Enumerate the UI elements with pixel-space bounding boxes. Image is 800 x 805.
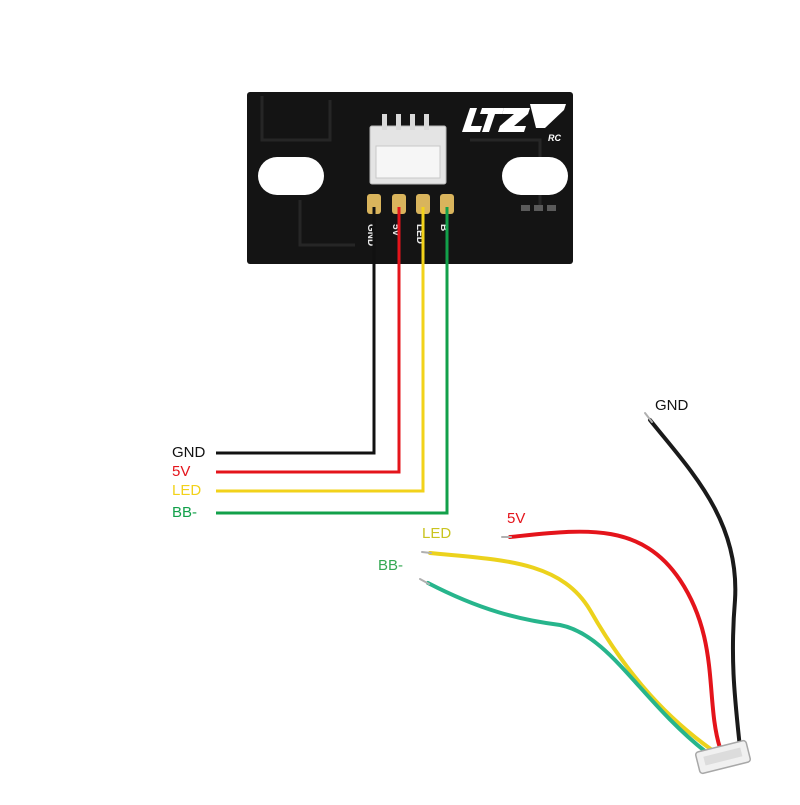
mounting-slot-right <box>502 157 568 195</box>
wire-5v <box>216 207 401 474</box>
cable-label-gnd: GND <box>655 397 689 414</box>
solder-pad-led <box>416 194 430 214</box>
svg-text:RC: RC <box>548 133 561 143</box>
smd-component <box>547 205 556 211</box>
legend-label-bb: BB- <box>172 504 198 521</box>
pcb-trace <box>298 200 355 247</box>
pcb-trace <box>260 96 332 142</box>
cable-wire-led <box>428 551 714 752</box>
cable-label-5v: 5V <box>507 510 526 527</box>
silk-label-b: B <box>438 224 449 231</box>
legend-label-gnd: GND <box>172 444 206 461</box>
solder-pad-gnd <box>367 194 381 214</box>
cable-wire-gnd <box>648 418 742 750</box>
silk-label-5v: 5V <box>390 224 401 237</box>
cable-wire-5v <box>508 529 722 750</box>
silk-label-led: LED <box>414 224 425 244</box>
cable-label-bb: BB- <box>378 557 404 574</box>
wire-led <box>216 207 425 493</box>
cable-plug <box>694 739 752 775</box>
mounting-slot-left <box>258 157 324 195</box>
silk-label-gnd: GND <box>365 224 376 246</box>
smd-component <box>521 205 530 211</box>
legend-label-led: LED <box>172 482 202 499</box>
solder-pad-5v <box>392 194 406 214</box>
wire-bb <box>216 207 449 515</box>
smd-component <box>534 205 543 211</box>
pcb-board: GND 5V LED B RC <box>247 92 573 264</box>
cable-assembly <box>419 412 742 754</box>
jst-connector <box>369 114 447 185</box>
solder-pad-b <box>440 194 454 214</box>
cable-label-led: LED <box>422 525 452 542</box>
cable-wire-bb <box>426 581 708 754</box>
ltz-rc-logo: RC <box>462 104 566 143</box>
wire-gnd <box>216 207 376 455</box>
wiring-lines <box>216 207 449 515</box>
legend-label-5v: 5V <box>172 463 191 480</box>
